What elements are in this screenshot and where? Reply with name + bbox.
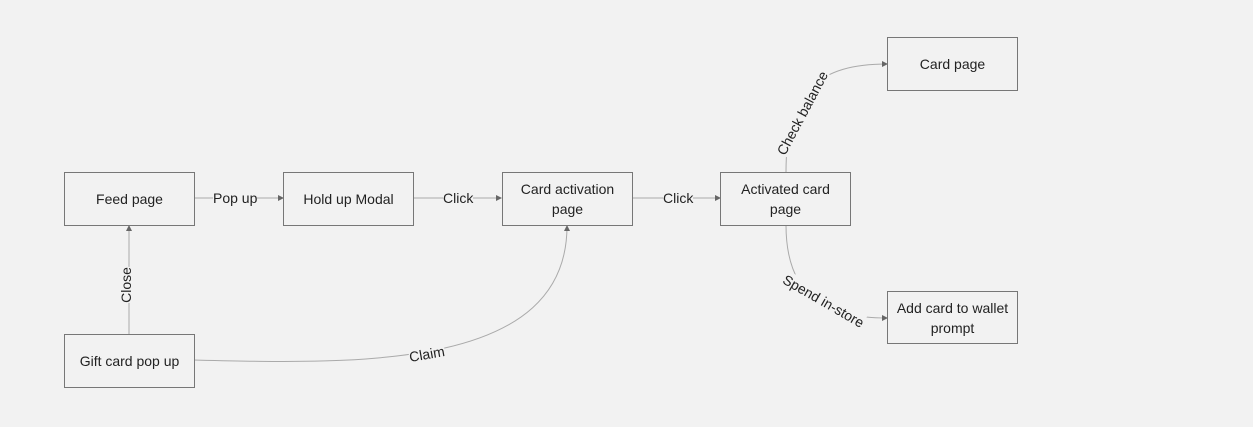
edge-label-click: Click: [443, 189, 474, 207]
node-label: Activated card page: [741, 181, 830, 217]
node-feed-page[interactable]: Feed page: [64, 172, 195, 226]
node-label: Card page: [919, 56, 986, 72]
node-card-page[interactable]: Card page: [887, 37, 1018, 91]
edge-gift-to-activation: [193, 225, 570, 362]
node-label: Add card to wallet prompt: [896, 299, 1009, 336]
edge-label-close: Close: [116, 267, 135, 303]
node-label: Card activation page: [520, 181, 615, 217]
node-hold-up-modal[interactable]: Hold up Modal: [283, 172, 414, 226]
edge-label-click: Click: [663, 189, 694, 207]
node-card-activation-page[interactable]: Card activation page: [502, 172, 633, 226]
node-add-card-to-wallet-prompt[interactable]: Add card to wallet prompt: [887, 291, 1018, 344]
node-label: Gift card pop up: [79, 353, 180, 369]
node-label: Feed page: [96, 191, 163, 207]
node-activated-card-page[interactable]: Activated card page: [720, 172, 851, 226]
node-label: Hold up Modal: [303, 191, 394, 207]
node-gift-card-pop-up[interactable]: Gift card pop up: [64, 334, 195, 388]
edge-label-pop-up: Pop up: [213, 189, 258, 207]
